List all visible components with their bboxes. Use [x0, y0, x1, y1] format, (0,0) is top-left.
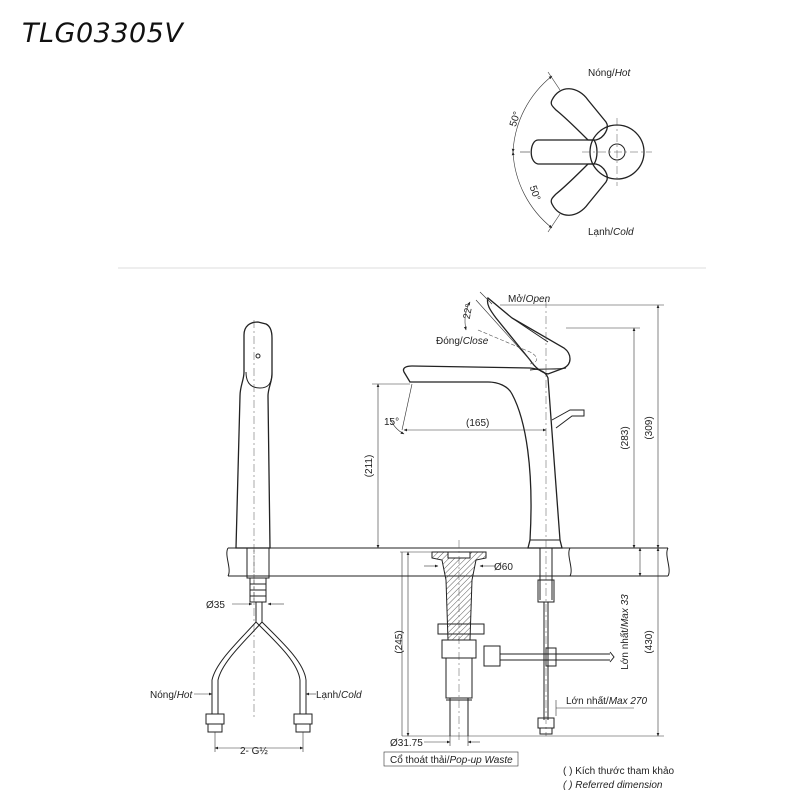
spout-angle-label: 15°	[384, 417, 399, 428]
spout-reach-label: (165)	[466, 418, 489, 429]
side-hot-label: Nóng/Hot	[150, 690, 193, 701]
side-view-dimensions	[194, 602, 316, 752]
lever-angle-label: 22°	[462, 303, 475, 320]
side-cold-label: Lạnh/Cold	[316, 690, 362, 701]
front-elevation: 22° Mở/Open Đóng/Close 15° (165) (211) (…	[364, 291, 664, 767]
countertop	[226, 547, 670, 577]
top-view: 50° 50° Nóng/Hot Lạnh/Cold	[508, 68, 652, 238]
top-angle-upper-label: 50°	[508, 110, 523, 128]
deck-hole-label: Ø60	[494, 562, 513, 573]
waste-label: Cổ thoát thải/Pop-up Waste	[390, 754, 513, 766]
top-view-angle-arcs	[511, 71, 561, 233]
height-dimensions	[500, 304, 664, 549]
below-deck-dimensions	[555, 547, 664, 737]
top-angle-lower-label: 50°	[527, 184, 542, 202]
legend-line-vi: ( ) Kích thước tham khảo	[563, 766, 675, 777]
faucet-body	[402, 296, 585, 736]
legend-line-en: ( ) Referred dimension	[563, 780, 663, 791]
model-title: TLG03305V	[22, 18, 184, 49]
total-height-label: (309)	[644, 416, 655, 439]
spout-dimensions	[372, 383, 547, 549]
popup-length-label: (245)	[394, 630, 405, 653]
thread-label: 2- G½	[240, 746, 268, 757]
shank-diameter-label: Ø35	[206, 600, 225, 611]
side-view-hoses	[205, 602, 313, 733]
max-thickness-label: Lớn nhất/Max 33	[619, 594, 631, 670]
top-hot-label: Nóng/Hot	[588, 68, 631, 79]
close-label: Đóng/Close	[436, 336, 489, 347]
lever-height-label: (283)	[620, 426, 631, 449]
elevation-angle-dims	[389, 291, 531, 435]
legend: ( ) Kích thước tham khảo ( ) Referred di…	[563, 766, 675, 791]
side-view-shank	[246, 547, 270, 604]
popup-waste	[431, 540, 615, 740]
open-label: Mở/Open	[508, 293, 551, 305]
side-view: Ø35 Nóng/Hot Lạnh/Cold 2- G½	[150, 320, 362, 757]
max-rod-label: Lớn nhất/Max 270	[566, 695, 647, 707]
spout-height-label: (211)	[364, 455, 375, 478]
below-deck-label: (430)	[644, 630, 655, 653]
side-view-body	[235, 320, 273, 720]
top-cold-label: Lạnh/Cold	[588, 227, 634, 238]
waste-dimensions	[383, 551, 560, 767]
top-view-handles	[530, 88, 652, 216]
waste-diameter-label: Ø31.75	[390, 738, 423, 749]
